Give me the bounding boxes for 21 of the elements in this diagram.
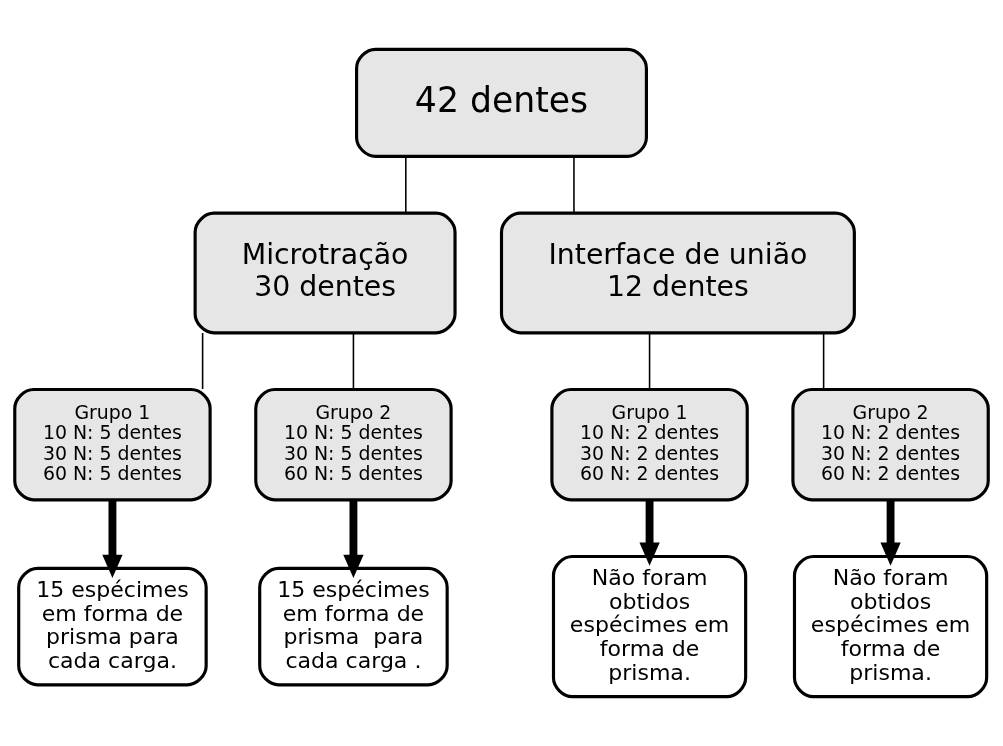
node-box: Interface de união 12 dentes	[499, 211, 856, 335]
node-box: 15 espécimes em forma de prisma para cada carga.	[17, 566, 208, 687]
arrow	[343, 500, 364, 579]
connector	[573, 155, 575, 214]
arrow	[102, 500, 123, 579]
connector	[822, 332, 825, 390]
node-box: Grupo 2 10 N: 5 dentes 30 N: 5 dentes 60 N: 5 dentes	[254, 387, 453, 502]
node-box: Grupo 1 10 N: 5 dentes 30 N: 5 dentes 60 N: 5 dentes	[13, 387, 212, 502]
node-box: 15 espécimes em forma de prisma para cada carga .	[258, 566, 449, 687]
node-box: Grupo 2 10 N: 2 dentes 30 N: 2 dentes 60 N: 2 dentes	[791, 387, 990, 502]
connector	[201, 332, 204, 390]
node-box: 42 dentes	[355, 47, 648, 158]
node-box: Grupo 1 10 N: 2 dentes 30 N: 2 dentes 60 N: 2 dentes	[550, 387, 749, 502]
arrow	[639, 500, 660, 566]
connector	[405, 155, 407, 214]
node-box: Microtração 30 dentes	[193, 211, 457, 335]
arrow	[880, 500, 901, 566]
connector	[648, 332, 651, 390]
node-box: Não foram obtidos espécimes em forma de prisma.	[792, 554, 989, 699]
node-box: Não foram obtidos espécimes em forma de prisma.	[551, 554, 748, 699]
connector	[352, 332, 355, 390]
